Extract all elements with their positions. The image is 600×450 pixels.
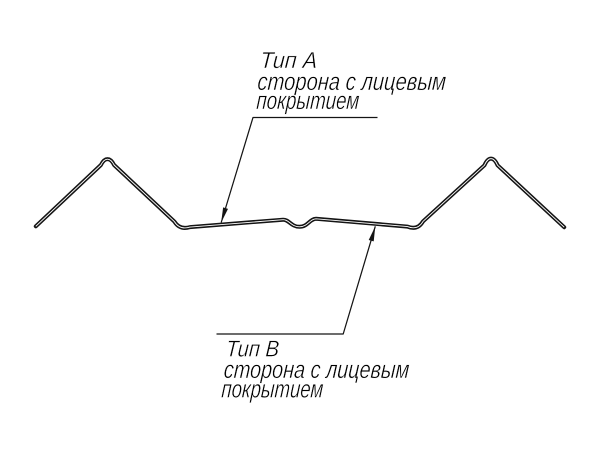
svg-text:покрытием: покрытием xyxy=(256,87,361,115)
svg-text:покрытием: покрытием xyxy=(221,375,325,403)
svg-text:сторона с лицевым: сторона с лицевым xyxy=(223,356,410,384)
svg-text:Тип А: Тип А xyxy=(259,47,318,73)
svg-text:Тип В: Тип В xyxy=(225,335,280,361)
svg-text:сторона с лицевым: сторона с лицевым xyxy=(257,68,447,96)
